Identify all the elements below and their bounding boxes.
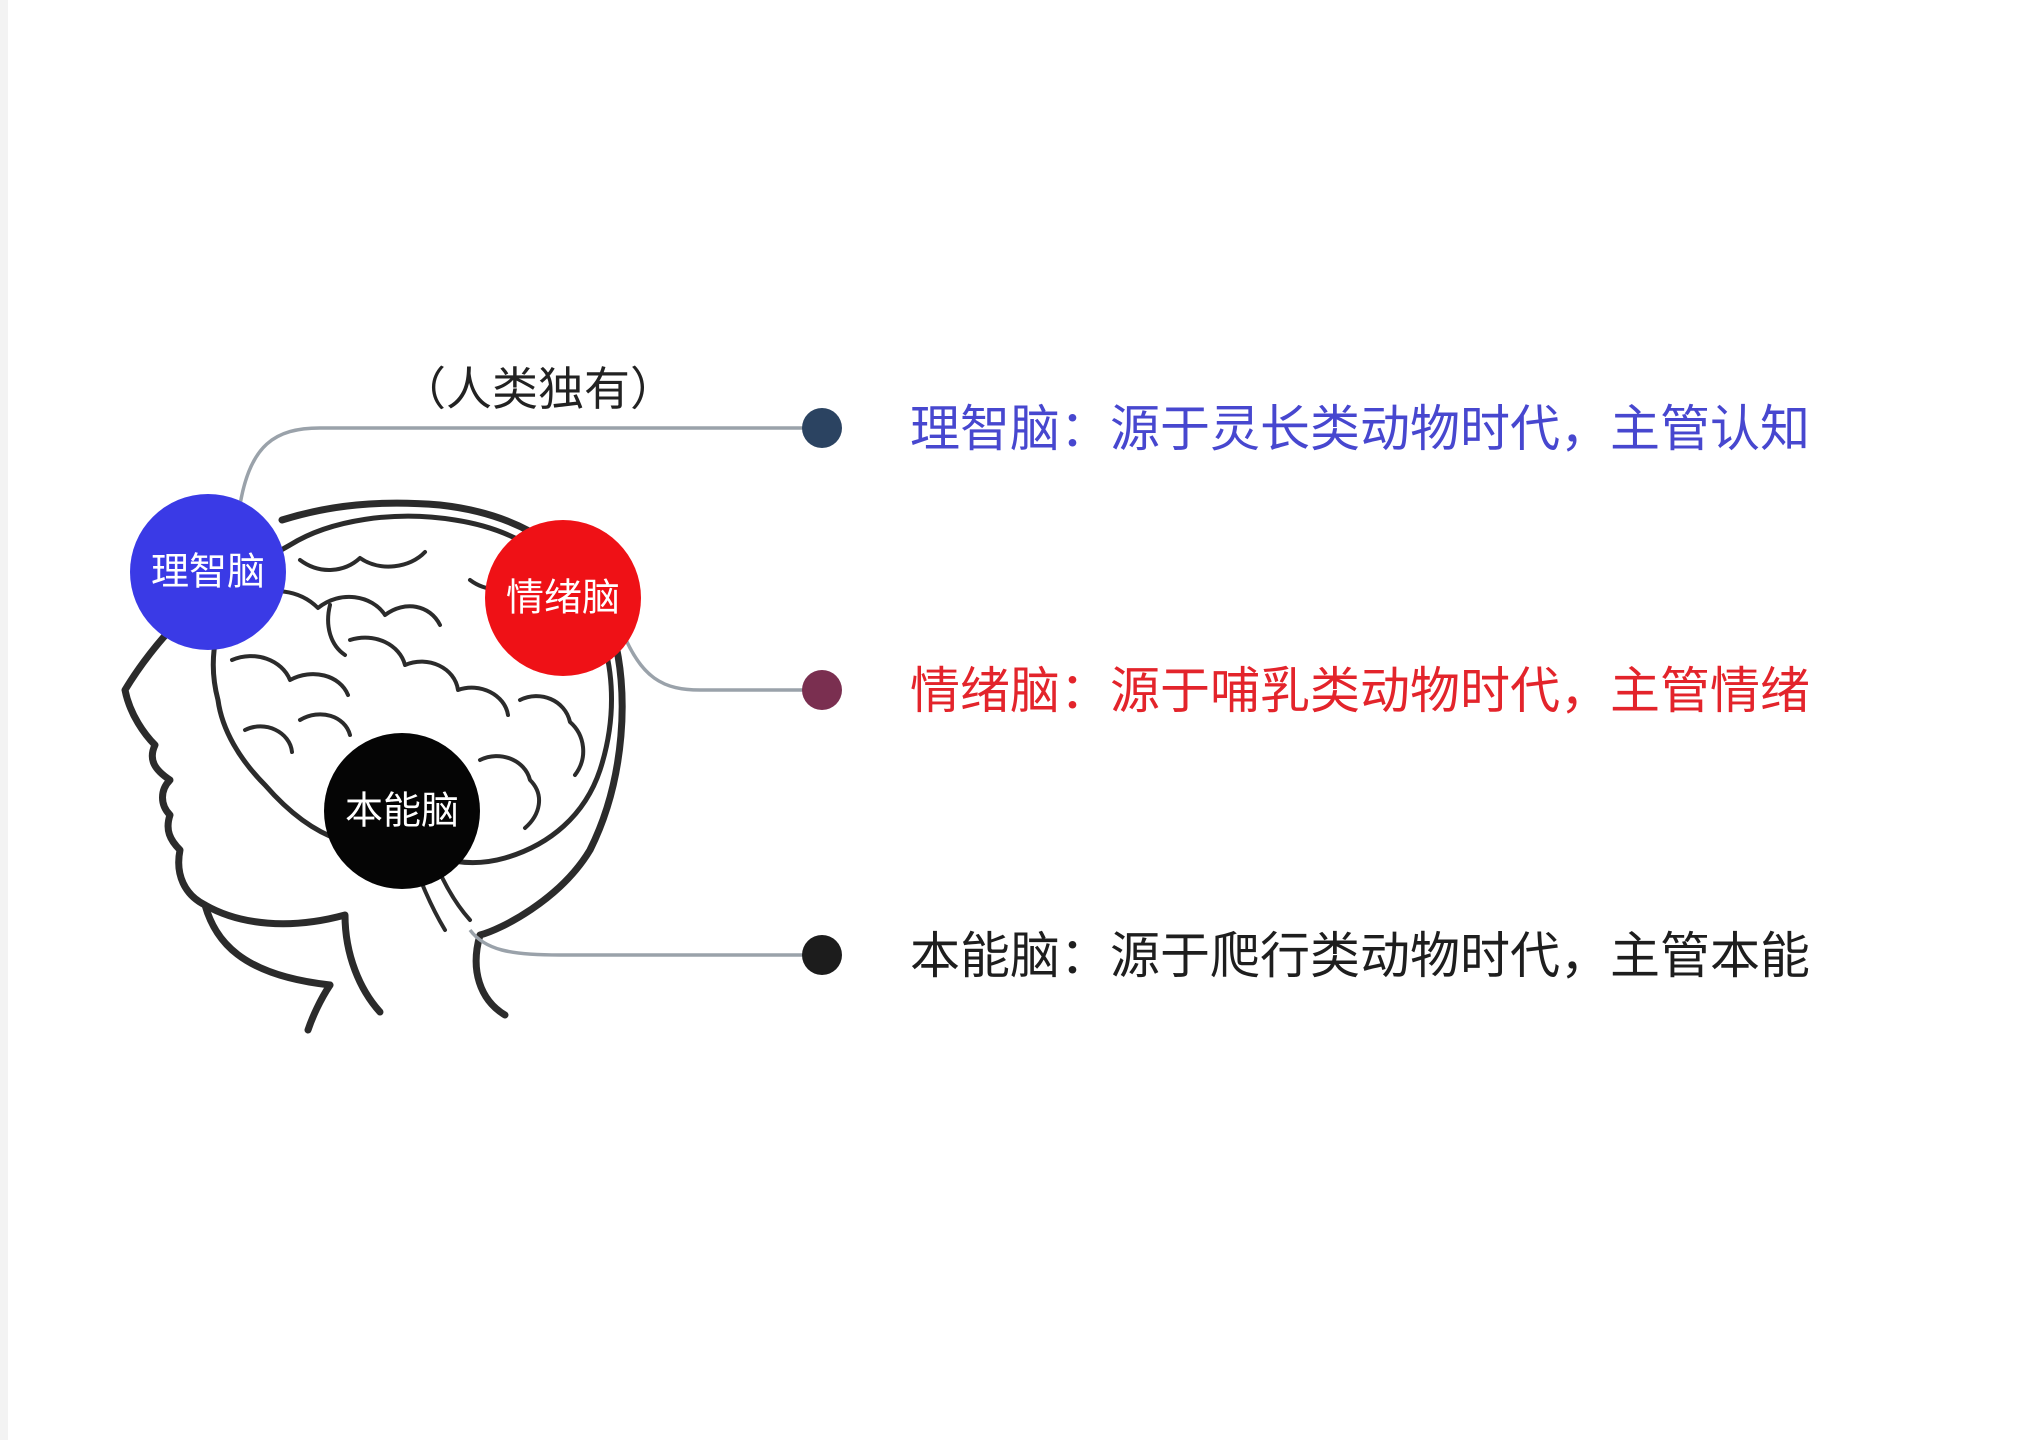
rational-brain-label: 理智脑 [151, 550, 265, 594]
brain-fold-8 [243, 724, 294, 754]
emotional-brain-description: 情绪脑：源于哺乳类动物时代，主管情绪 [910, 662, 1810, 720]
emotional-brain-circle [485, 520, 641, 676]
emotional-endpoint-dot [802, 670, 842, 710]
brain-fold-2 [298, 550, 427, 572]
instinct-brain-label: 本能脑 [345, 789, 459, 833]
connector-rational [238, 426, 820, 506]
brain-fold-9 [298, 712, 352, 737]
connectors [238, 426, 820, 957]
node-rational-brain: 理智脑 [130, 494, 286, 650]
head-profile-path [121, 499, 626, 1019]
brain-fold-10 [326, 603, 347, 657]
neck-left-path [304, 981, 334, 1034]
brain-fold-7 [478, 754, 541, 830]
rational-endpoint-dot [802, 408, 842, 448]
instinct-brain-description: 本能脑：源于爬行类动物时代，主管本能 [910, 927, 1810, 985]
connector-emotional [618, 624, 820, 692]
brain-fold-4 [348, 635, 510, 717]
brain-fold-3 [230, 654, 350, 697]
node-emotional-brain: 情绪脑 [485, 520, 641, 676]
rational-brain-circle [130, 494, 286, 650]
instinct-brain-circle [324, 733, 480, 889]
node-instinct-brain: 本能脑 [324, 733, 480, 889]
left-edge-strip [0, 0, 8, 1440]
rational-brain-description: 理智脑：源于灵长类动物时代，主管认知 [910, 400, 1810, 458]
human-unique-note: （人类独有） [400, 362, 676, 416]
connector-instinct [468, 928, 820, 957]
instinct-endpoint-dot [802, 935, 842, 975]
head-outline [121, 499, 626, 1034]
jaw-chin-path [201, 901, 334, 989]
emotional-brain-label: 情绪脑 [506, 576, 620, 620]
brain-fold-6 [518, 694, 586, 777]
